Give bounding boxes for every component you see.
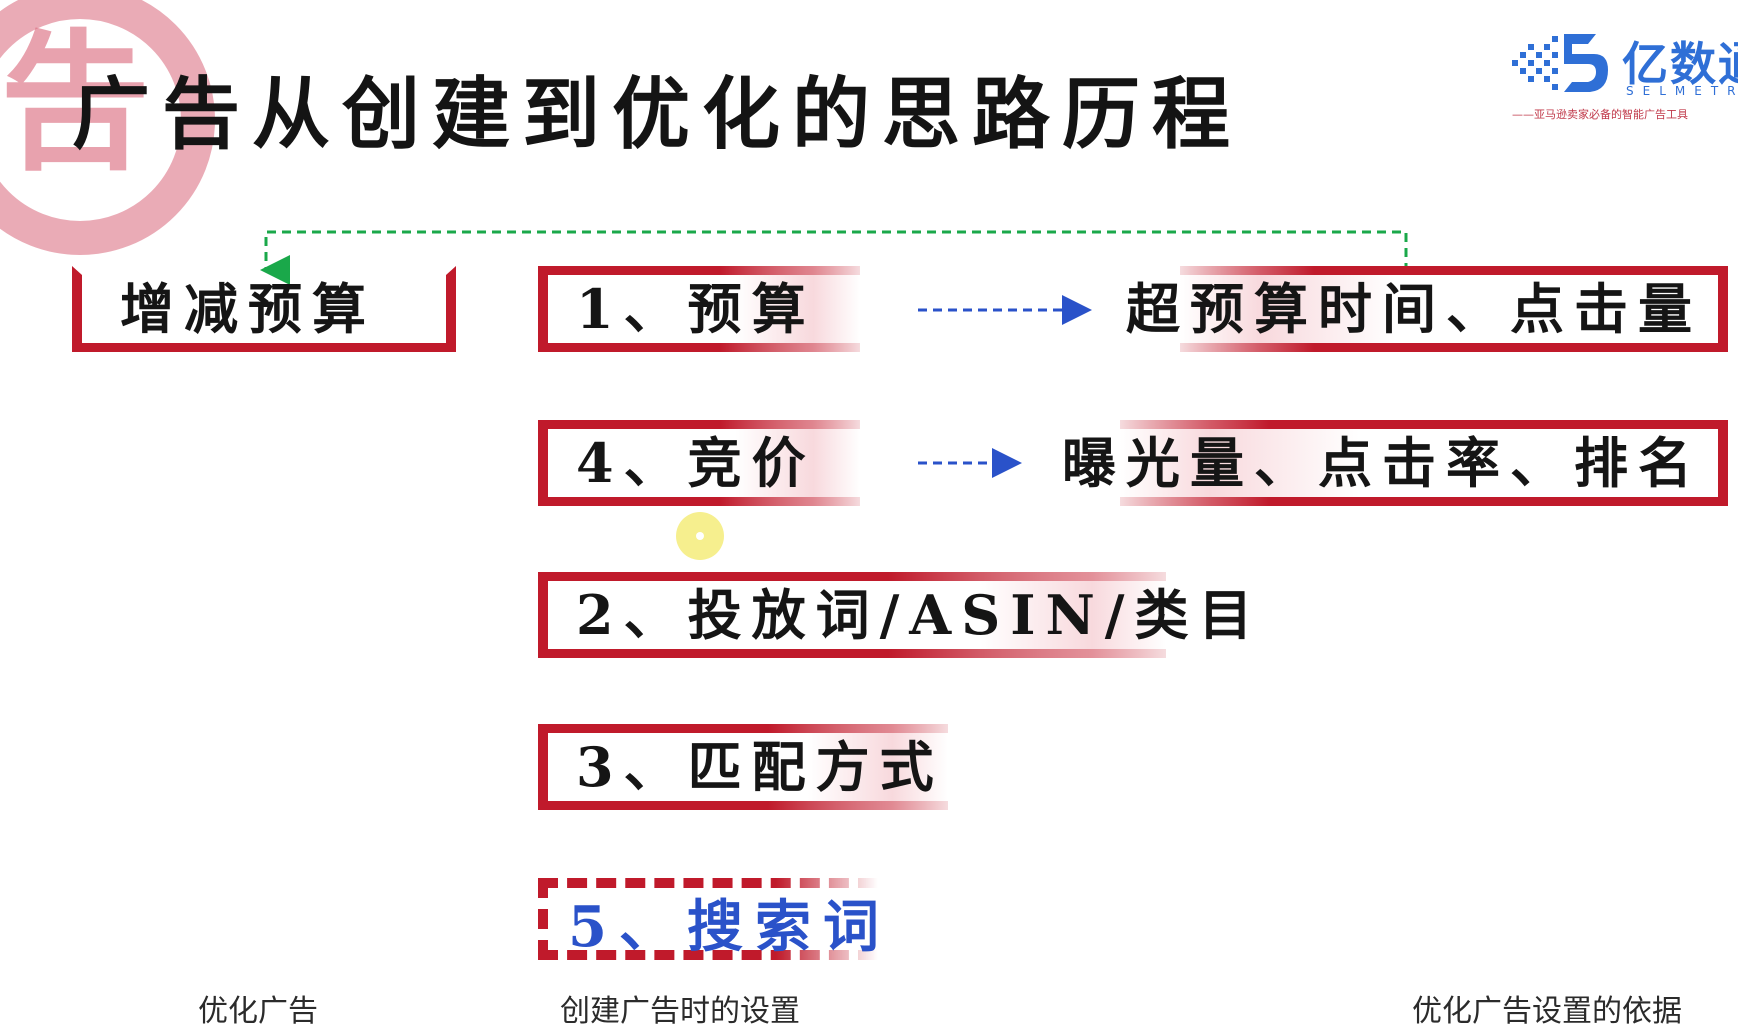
cube-logo-icon: [1512, 34, 1608, 92]
seal-stamp-logo: 告: [0, 0, 215, 255]
page-title: 广告从创建到优化的思路历程: [72, 69, 1243, 160]
exposure-box: 曝光量、点击率、排名: [1062, 420, 1728, 506]
targeting-box: 2、投放词/ASIN/类目: [538, 572, 1253, 658]
over-budget-label: 超预算时间、点击量: [1126, 277, 1702, 341]
search-term-box: [538, 878, 878, 960]
caption-right: 优化广告设置的依据: [1412, 994, 1682, 1029]
budget-adjust-box: 增减预算: [72, 266, 456, 352]
search-term-label: 5、搜索词: [568, 894, 891, 960]
logo-brand-text: 亿数通: [1622, 37, 1738, 91]
targeting-label: 2、投放词/ASIN/类目: [576, 583, 1263, 647]
match-type-label: 3、匹配方式: [576, 735, 944, 799]
over-budget-box: 超预算时间、点击量: [1126, 266, 1728, 352]
caption-middle: 创建广告时的设置: [560, 994, 800, 1029]
caption-left: 优化广告: [198, 994, 318, 1029]
logo-sub-text: SELMETRIC: [1626, 84, 1738, 98]
green-feedback-arrow: [260, 230, 1408, 285]
logo-slogan: ——亚马逊卖家必备的智能广告工具: [1512, 108, 1688, 121]
budget-adjust-label: 增减预算: [120, 277, 376, 341]
exposure-label: 曝光量、点击率、排名: [1062, 431, 1702, 495]
budget-label: 1、预算: [576, 277, 816, 341]
budget-box: 1、预算: [538, 266, 860, 352]
seal-char: 告: [0, 15, 150, 191]
match-type-box: 3、匹配方式: [538, 724, 948, 810]
bid-label: 4、竞价: [576, 431, 816, 495]
brand-logo: 亿数通 SELMETRIC ——亚马逊卖家必备的智能广告工具: [1510, 26, 1738, 126]
bid-box: 4、竞价: [538, 420, 860, 506]
